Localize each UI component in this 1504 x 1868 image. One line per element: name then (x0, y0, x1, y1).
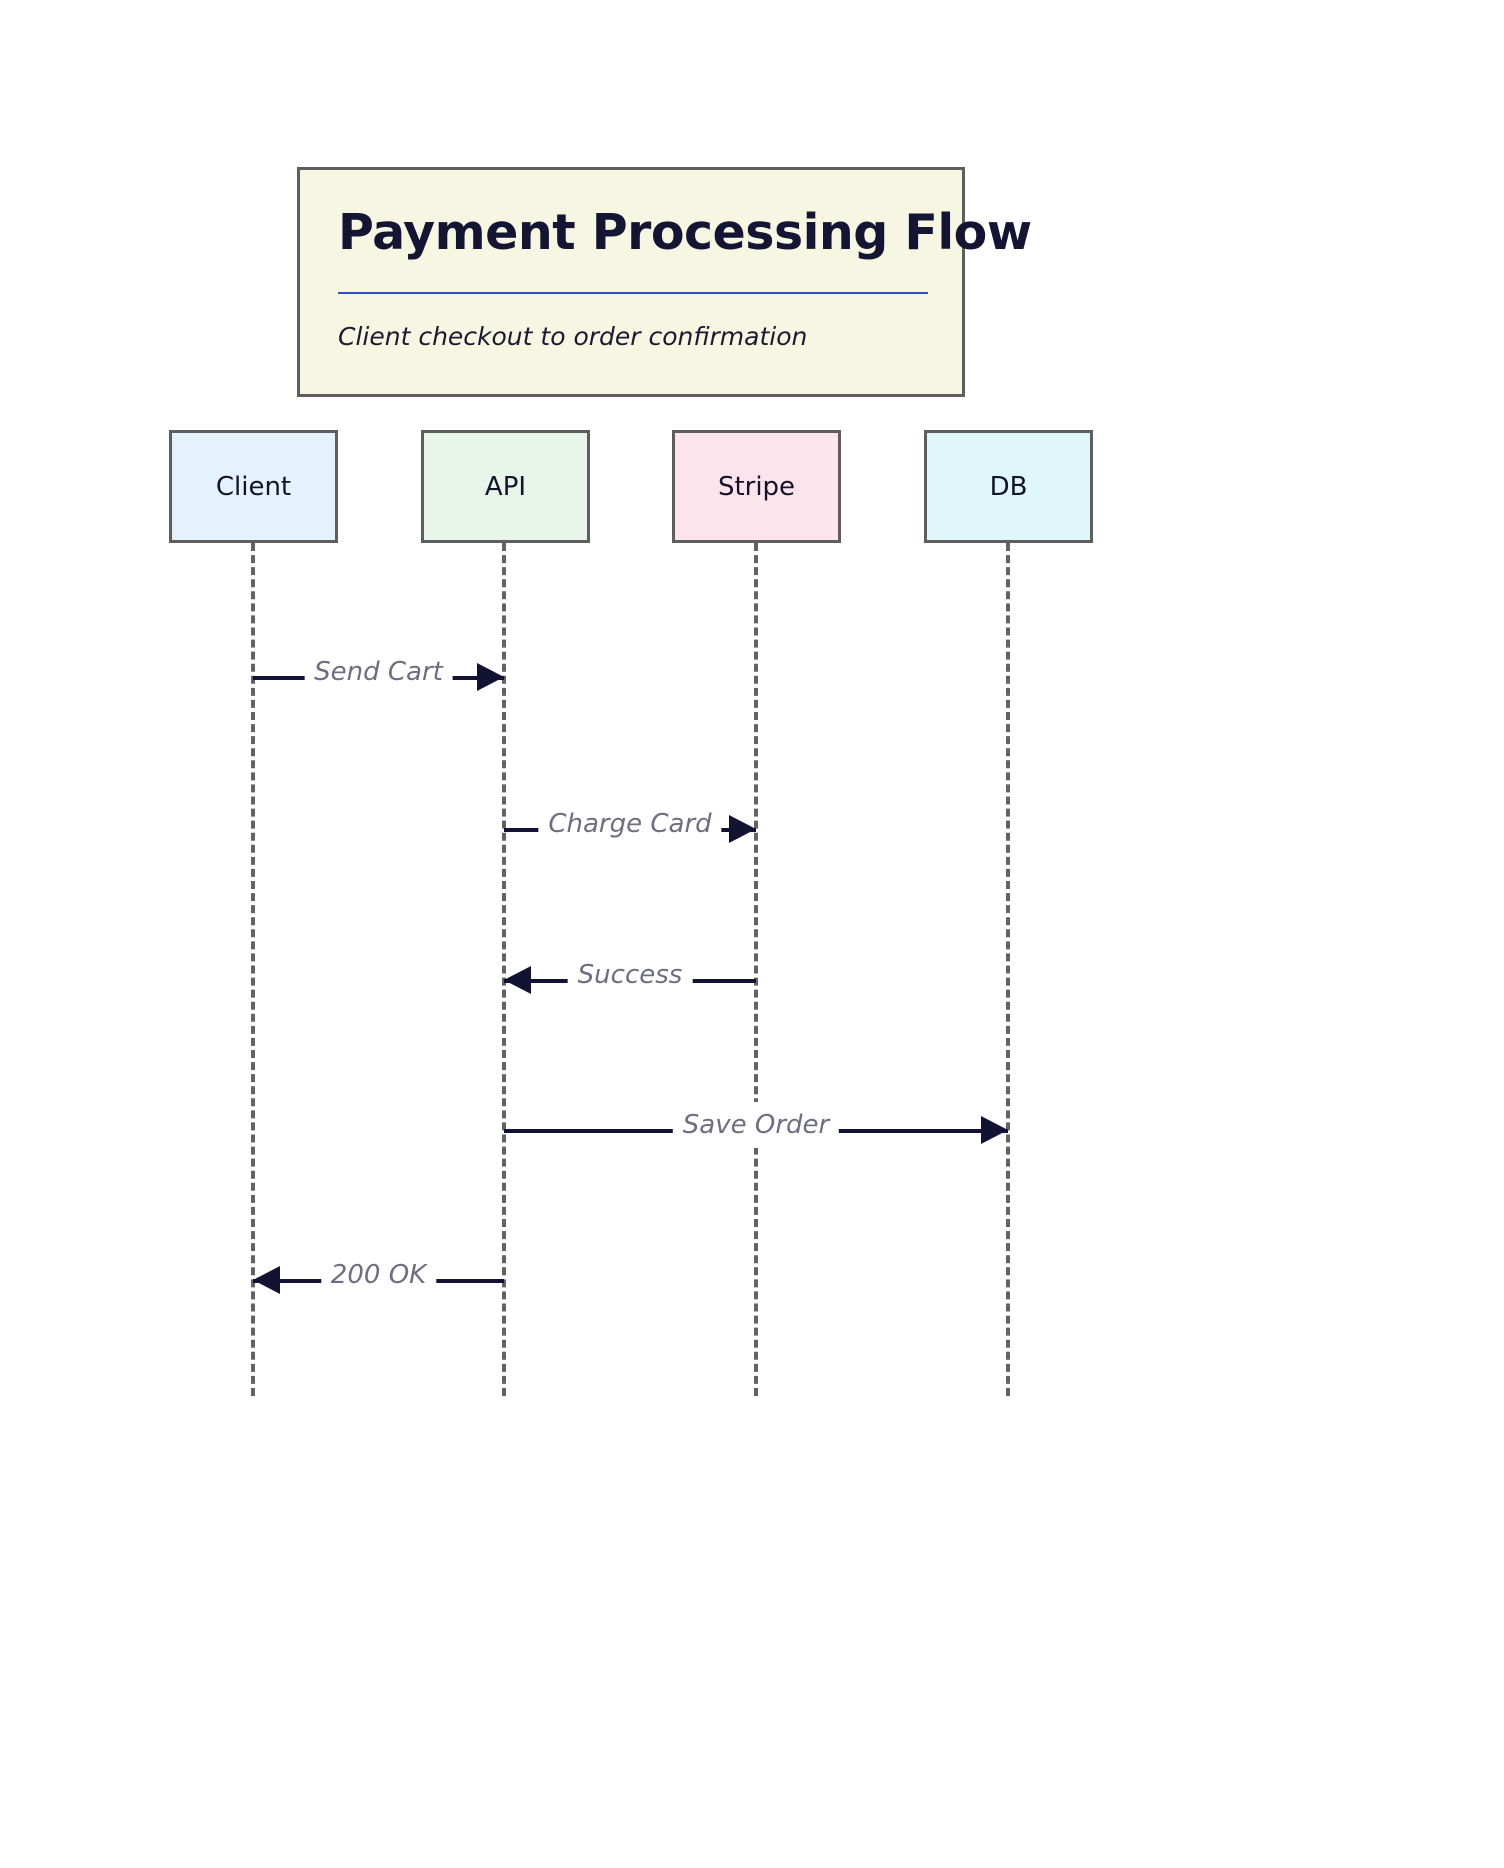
lifeline-stripe (754, 543, 758, 1396)
participant-box-api[interactable]: API (421, 430, 590, 543)
message-2[interactable]: Charge Card (504, 801, 756, 852)
participant-label: Client (215, 471, 292, 502)
participant-box-client[interactable]: Client (169, 430, 338, 543)
title-card: Payment Processing Flow Client checkout … (297, 167, 1032, 397)
lifeline-db (1006, 543, 1010, 1396)
participant-box-db[interactable]: DB (924, 430, 1093, 543)
message-label: Charge Card (538, 801, 722, 847)
arrow-left-icon (253, 1266, 280, 1294)
arrow-left-icon (504, 966, 531, 994)
participant-label: DB (989, 471, 1028, 502)
arrow-right-icon (477, 663, 504, 691)
arrow-right-icon (981, 1116, 1008, 1144)
arrow-right-icon (729, 815, 756, 843)
message-label: Send Cart (304, 649, 453, 695)
message-4[interactable]: Save Order (504, 1102, 1008, 1153)
lifeline-client (251, 543, 255, 1396)
message-label: Success (567, 952, 693, 998)
page-subtitle: Client checkout to order confirmation (338, 322, 808, 351)
participant-box-stripe[interactable]: Stripe (672, 430, 841, 543)
participant-label: API (484, 471, 527, 502)
participant-label: Stripe (717, 471, 796, 502)
page-title: Payment Processing Flow (338, 204, 1032, 261)
message-5[interactable]: 200 OK (253, 1252, 504, 1303)
message-label: Save Order (672, 1102, 840, 1148)
message-1[interactable]: Send Cart (253, 649, 504, 700)
title-divider (338, 292, 928, 294)
message-3[interactable]: Success (504, 952, 756, 1003)
message-label: 200 OK (320, 1252, 437, 1298)
